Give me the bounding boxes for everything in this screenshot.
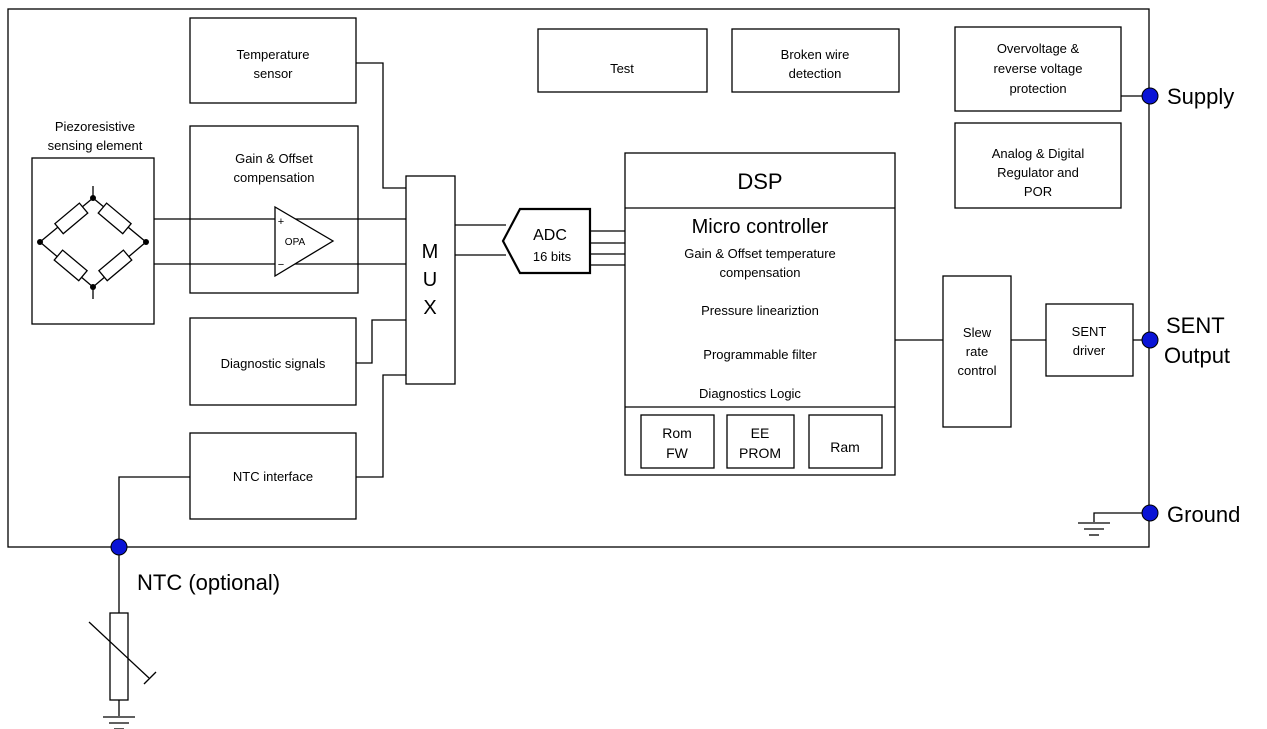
- rom-fw-block: [640, 414, 715, 469]
- broken-wire-block: [731, 28, 900, 93]
- mux-letter-m: M: [422, 241, 439, 263]
- ram-label: Ram: [830, 439, 860, 455]
- adc-bits-label: 16 bits: [533, 249, 572, 264]
- sent-pin-label-line2: Output: [1164, 343, 1230, 368]
- adc-label: ADC: [533, 227, 567, 244]
- piezo-label-line2: sensing element: [48, 138, 143, 153]
- temperature-sensor-label-line1: Temperature: [237, 47, 310, 62]
- mux-block: [405, 175, 456, 385]
- slew-label-line2: rate: [966, 344, 988, 359]
- overvoltage-label-line2: reverse voltage: [994, 61, 1083, 76]
- supply-pin-label: Supply: [1167, 84, 1234, 109]
- eeprom-label-line2: PROM: [739, 445, 781, 461]
- adc-block: [501, 207, 592, 275]
- temperature-sensor-block: [189, 17, 357, 104]
- pressure-linearization-label: Pressure lineariztion: [701, 303, 819, 318]
- broken-wire-label-line1: Broken wire: [781, 47, 850, 62]
- rom-label-line1: Rom: [662, 425, 692, 441]
- gain-offset-label-line2: compensation: [234, 170, 315, 185]
- sent-driver-block: [1045, 303, 1134, 377]
- ntc-interface-block: [189, 432, 357, 520]
- wiring: [103, 62, 1150, 729]
- regulator-label-line1: Analog & Digital: [992, 146, 1085, 161]
- overvoltage-label-line1: Overvoltage &: [997, 41, 1080, 56]
- sent-driver-label-line1: SENT: [1072, 324, 1107, 339]
- slew-label-line1: Slew: [963, 325, 992, 340]
- regulator-label-line2: Regulator and: [997, 165, 1079, 180]
- ram-block: [808, 414, 883, 469]
- gain-offset-block: [189, 125, 359, 294]
- supply-pin: [1141, 87, 1159, 105]
- diagnostics-logic-label: Diagnostics Logic: [699, 386, 801, 401]
- overvoltage-label-line3: protection: [1009, 81, 1066, 96]
- ground-pin-label: Ground: [1167, 502, 1240, 527]
- piezo-label-line1: Piezoresistive: [55, 119, 135, 134]
- micro-controller-label: Micro controller: [692, 216, 829, 238]
- gain-offset-label-line1: Gain & Offset: [235, 151, 313, 166]
- opamp-icon: [274, 205, 335, 278]
- sent-pin-label-line1: SENT: [1166, 313, 1225, 338]
- eeprom-label-line1: EE: [751, 425, 770, 441]
- diagnostic-signals-label: Diagnostic signals: [221, 356, 326, 371]
- mux-letter-x: X: [423, 297, 436, 319]
- ntc-pin: [110, 538, 128, 556]
- opa-minus-label: −: [278, 259, 284, 271]
- ntc-thermistor-icon: [88, 612, 157, 701]
- gain-temp-comp-line2: compensation: [720, 265, 801, 280]
- programmable-filter-label: Programmable filter: [703, 347, 817, 362]
- broken-wire-label-line2: detection: [789, 66, 842, 81]
- overvoltage-protection-block: [954, 26, 1122, 112]
- rom-label-line2: FW: [666, 445, 689, 461]
- slew-label-line3: control: [957, 363, 996, 378]
- sent-output-pin: [1141, 331, 1159, 349]
- test-block: [537, 28, 708, 93]
- diagnostic-signals-block: [189, 317, 357, 406]
- test-label: Test: [610, 61, 634, 76]
- opa-plus-label: +: [278, 216, 284, 228]
- opa-label: OPA: [285, 237, 306, 248]
- slew-rate-control-block: [942, 275, 1012, 428]
- piezo-sensing-element: [31, 157, 155, 325]
- ntc-interface-label: NTC interface: [233, 469, 313, 484]
- mux-letter-u: U: [423, 269, 437, 291]
- gain-temp-comp-line1: Gain & Offset temperature: [684, 246, 836, 261]
- eeprom-block: [726, 414, 795, 469]
- regulator-por-block: [954, 122, 1122, 209]
- dsp-title: DSP: [737, 169, 782, 194]
- ground-pin: [1141, 504, 1159, 522]
- temperature-sensor-label-line2: sensor: [253, 66, 293, 81]
- sent-driver-label-line2: driver: [1073, 343, 1106, 358]
- wheatstone-bridge-icon: [37, 186, 149, 299]
- regulator-label-line3: POR: [1024, 184, 1052, 199]
- ntc-pin-label: NTC (optional): [137, 570, 280, 595]
